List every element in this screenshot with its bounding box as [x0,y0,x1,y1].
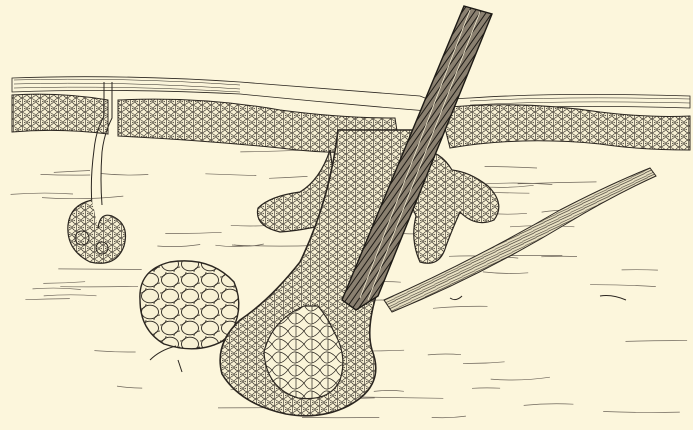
dermis-fiber-line [626,341,688,342]
dermis-fiber-line [43,282,85,284]
dermis-fiber-line [157,245,200,247]
dermis-fiber-line [94,351,135,352]
dermis-fiber-line [428,354,461,355]
dermis-fiber-line [165,232,221,233]
dermis-fiber-line [463,362,505,364]
dermis-fiber-line [205,174,256,176]
dermis-fiber-line [590,285,656,287]
dermis-fiber-line [491,377,550,380]
dermis-fiber-line [541,256,577,257]
dermis-fiber-line [60,286,138,287]
dermis-fiber-line [483,272,528,274]
dermis-fiber-line [42,196,123,199]
dermis-fiber-line [374,390,404,391]
dermis-fiber-line [25,299,69,300]
dermis-fiber-line [432,416,466,418]
dermis-fiber-line [33,288,81,289]
dermis-fiber-line [11,193,73,194]
dermis-fiber-line [117,386,142,388]
dermis-fiber-line [101,174,149,176]
dermis-fiber-line [269,176,307,178]
dermis-fiber-line [524,404,574,406]
dermis-fiber-line [603,412,680,413]
dermis-fiber-line [485,166,537,168]
dermis-fiber-line [41,174,91,175]
dermis-fiber-line [58,269,141,270]
dermis-fiber-line [240,150,300,152]
dermis-fiber-line [433,306,488,308]
dermis-fiber-line [44,295,97,296]
dermis-fiber-line [54,171,90,173]
fat-lobule [140,261,239,349]
